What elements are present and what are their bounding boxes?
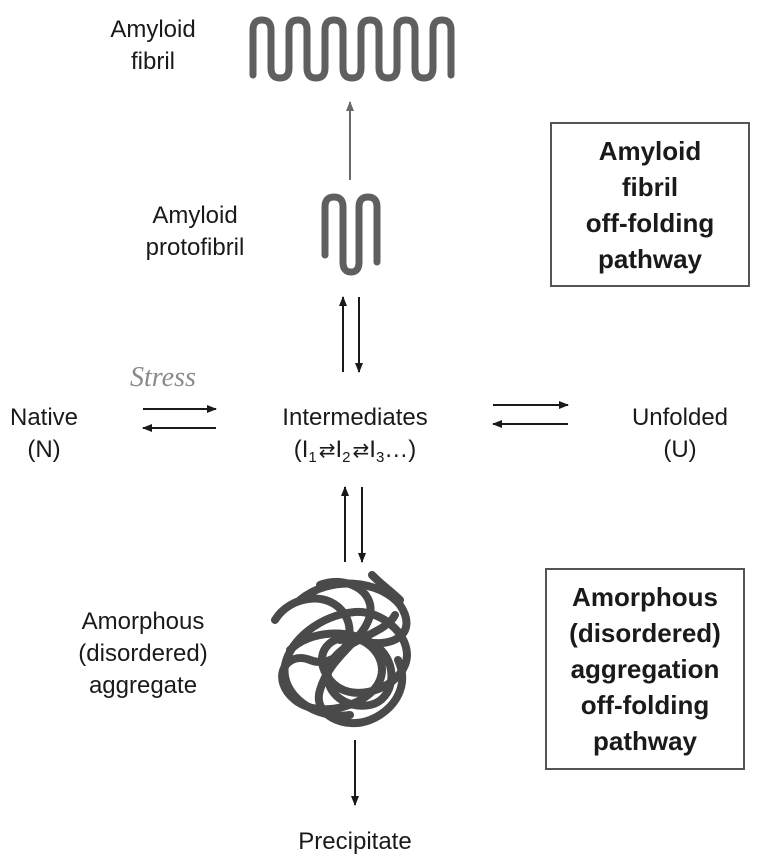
amorphous-aggregate-icon [271,571,411,728]
unfolded-line-2: (U) [663,436,697,463]
amorphous-aggregate-line-3: aggregate [88,672,198,699]
amyloid-protofibril-label: Amyloid protofibril [120,200,270,264]
amorphous-pathway-line-4: off-folding [580,690,710,720]
amorphous-aggregate-line-1: Amorphous [81,608,205,635]
amyloid-protofibril-icon [321,193,381,276]
amyloid-protofibril-line-1: Amyloid [152,202,238,229]
intermediate-i3: I [369,436,376,463]
stress-label: Stress [130,362,196,393]
intermediate-i1-subscript: 1 [308,449,317,466]
amyloid-protofibril-line-2: protofibril [145,234,245,261]
intermediate-i2-subscript: 2 [342,449,351,466]
amorphous-pathway-line-2: (disordered) [569,618,721,648]
amyloid-pathway-line-3: off-folding [585,207,715,238]
intermediate-i2: I [335,436,343,463]
amorphous-pathway-box: Amorphous (disordered) aggregation off-f… [545,568,745,770]
unfolded-label: Unfolded (U) [605,402,755,466]
native-line-1: Native [9,404,79,431]
amorphous-aggregate-line-2: (disordered) [78,640,208,667]
intermediates-open-paren: ( [293,436,302,463]
intermediate-i3-subscript: 3 [375,449,385,466]
amyloid-pathway-line-1: Amyloid [598,135,702,166]
equilibrium-i1-i2: ⇄ [318,440,336,462]
equilibrium-i2-i3: ⇄ [352,440,370,462]
precipitate-label: Precipitate [298,828,412,855]
amorphous-pathway-line-5: pathway [592,726,698,756]
amyloid-fibril-label: Amyloid fibril [88,14,218,78]
amyloid-fibril-line-2: fibril [130,48,175,75]
intermediates-title: Intermediates [282,404,428,431]
amyloid-fibril-line-1: Amyloid [110,16,196,43]
amorphous-aggregate-label: Amorphous (disordered) aggregate [58,606,228,702]
amorphous-pathway-line-3: aggregation [570,654,720,684]
amyloid-pathway-line-2: fibril [621,171,679,202]
intermediate-i1: I [301,436,309,463]
native-line-2: (N) [27,436,61,463]
intermediates-species: (I1⇄I2⇄I3…) [245,434,465,474]
amyloid-fibril-icon [249,16,455,82]
amyloid-pathway-box: Amyloid fibril off-folding pathway [550,122,750,287]
native-label: Native (N) [0,402,88,466]
amyloid-pathway-line-4: pathway [597,243,703,274]
intermediates-label: Intermediates (I1⇄I2⇄I3…) [245,402,465,474]
amorphous-pathway-line-1: Amorphous [572,582,718,612]
intermediates-ellipsis: …) [384,436,417,463]
unfolded-line-1: Unfolded [631,404,729,431]
